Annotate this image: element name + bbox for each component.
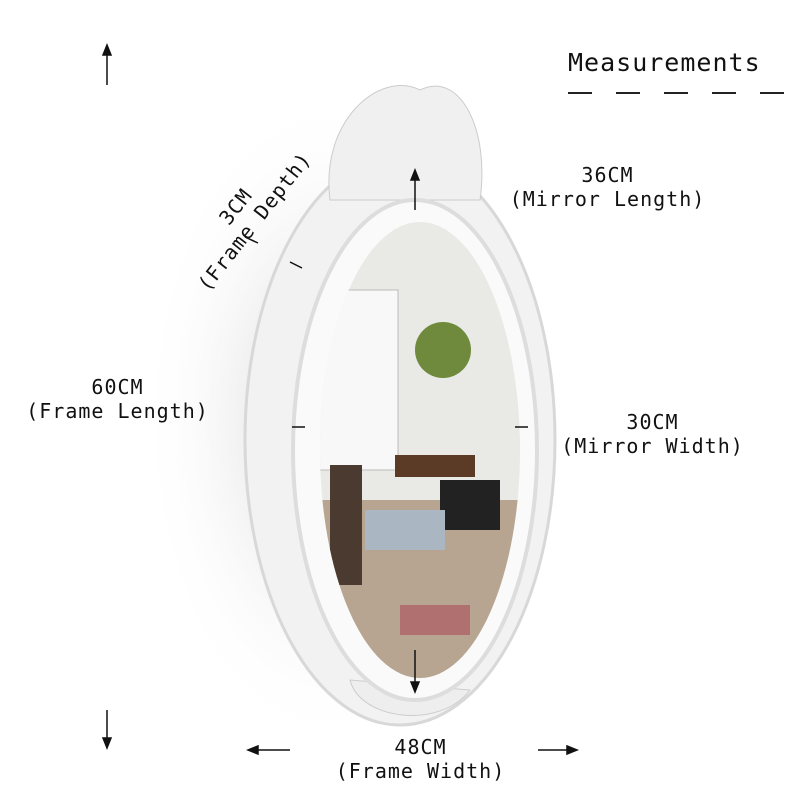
- mirror-length-name: (Mirror Length): [509, 187, 706, 211]
- mirror-length-value: 36CM: [581, 163, 634, 187]
- dimension-arrows: [101, 42, 580, 756]
- mirror-width-value: 30CM: [626, 410, 679, 434]
- title-underline: [568, 92, 784, 94]
- mirror-length-label: 36CM (Mirror Length): [500, 163, 715, 211]
- frame-length-label: 60CM (Frame Length): [15, 375, 220, 423]
- mirror-width-label: 30CM (Mirror Width): [550, 410, 755, 458]
- hanging-plant: [415, 322, 471, 378]
- frame-length-value: 60CM: [91, 375, 144, 399]
- frame-length-name: (Frame Length): [26, 399, 209, 423]
- frame-width-name: (Frame Width): [335, 759, 506, 783]
- frame-width-value: 48CM: [394, 735, 447, 759]
- mirror-width-name: (Mirror Width): [561, 434, 744, 458]
- measurements-title: Measurements: [568, 48, 761, 77]
- frame-width-label: 48CM (Frame Width): [318, 735, 523, 783]
